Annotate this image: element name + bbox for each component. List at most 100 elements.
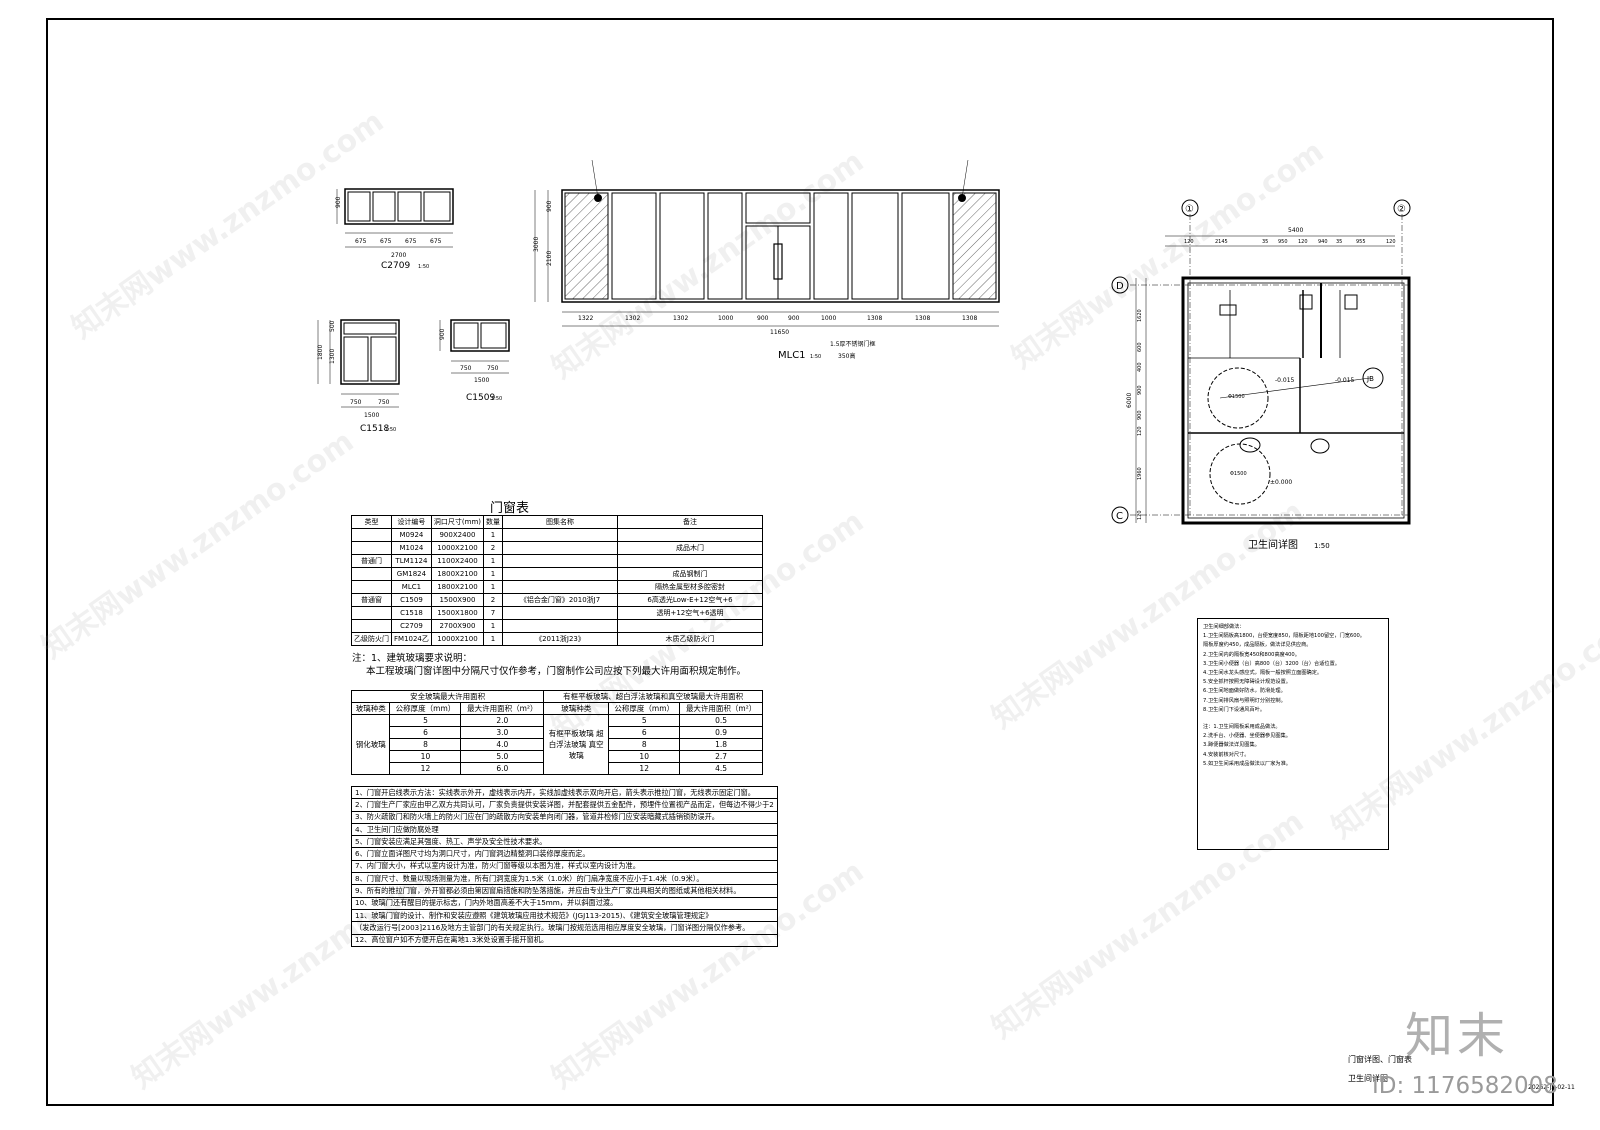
dim-text: 11650 [770, 329, 789, 336]
glass-type: 有框平板玻璃 超白浮法玻璃 真空玻璃 [543, 714, 610, 775]
dim-text: 600 [1137, 342, 1143, 352]
cell: 乙级防火门 [351, 632, 392, 646]
note-item: 11、玻璃门窗的设计、制作和安装应遵照《建筑玻璃应用技术规范》(JGJ113-2… [351, 908, 778, 923]
dim-text: 500 [329, 320, 336, 332]
axis-label: ② [1397, 204, 1406, 215]
cell: 1000X2100 [430, 541, 485, 555]
cell: GM1824 [391, 567, 432, 581]
dim-text: 675 [430, 238, 442, 245]
cell: 5 [608, 714, 681, 727]
level-mark: ±0.000 [1270, 479, 1292, 486]
door-window-mlc1 [534, 159, 1000, 327]
cell: 成品木门 [617, 541, 763, 555]
cell: 1800X2100 [430, 567, 485, 581]
note-line: 4.卫生间水龙头感应式，隔板一般按照立面图确定。 [1203, 670, 1323, 677]
dim-text: 2700 [391, 252, 406, 259]
glass-table: 安全玻璃最大许用面积 有框平板玻璃、超白浮法玻璃和真空玻璃最大许用面积 玻璃种类… [350, 690, 763, 775]
note-line: 2.卫生间内的隔板宽450和800高度400。 [1203, 651, 1300, 658]
cell [351, 580, 392, 594]
cell [617, 619, 763, 633]
cell: 4.5 [679, 762, 763, 775]
dim-text: 120 [1137, 510, 1143, 520]
glass-sub: 最大许用面积（m²） [460, 702, 545, 715]
cell: 8 [389, 738, 462, 751]
table-header-cell: 数量 [483, 515, 503, 529]
dim-text: 1000 [821, 315, 836, 322]
dim-text: 1308 [915, 315, 930, 322]
cell: 7 [483, 606, 503, 620]
level-mark: -0.015 [1335, 377, 1355, 384]
note-line: 7.卫生间排风扇与照明灯分别控制。 [1203, 697, 1286, 704]
drawing-scale: 1:50 [810, 354, 821, 360]
cell: 透明+12空气+6透明 [617, 606, 763, 620]
cell: 10 [389, 750, 462, 763]
drawing-scale: 1:50 [385, 427, 396, 433]
cell: 1 [483, 619, 503, 633]
dim-text: 35 [1336, 239, 1342, 245]
cell [502, 567, 618, 581]
window-c1518 [317, 319, 400, 408]
cell: M0924 [391, 528, 432, 542]
image-id: ID: 1176582008 [1372, 1073, 1558, 1099]
cell [617, 528, 763, 542]
cell: M1024 [391, 541, 432, 555]
dim-text: 120 [1137, 426, 1143, 436]
glass-sub: 最大许用面积（m²） [679, 702, 763, 715]
dim-text: 950 [1278, 239, 1288, 245]
cell [617, 554, 763, 568]
drawing-label: MLC1 [778, 350, 806, 361]
cell: 1100X2400 [430, 554, 485, 568]
turning-circle-label: Φ1500 [1228, 394, 1245, 400]
cell: 普通门 [351, 554, 392, 568]
cell: 《2011浙J23》 [502, 632, 618, 646]
cell: 900X2400 [430, 528, 485, 542]
glass-note-prefix: 注： [352, 653, 372, 664]
note-line: 3.卫生间小便器（台）高800（台）3200（台）合适位置。 [1203, 660, 1340, 667]
glass-head: 有框平板玻璃、超白浮法玻璃和真空玻璃最大许用面积 [543, 690, 763, 703]
dim-text: 35 [1262, 239, 1268, 245]
table-header: 类型 设计编号 洞口尺寸(mm) 数量 图集名称 备注 [351, 515, 763, 529]
annotation-text: 350高 [838, 352, 855, 360]
dim-text: 1500 [364, 412, 379, 419]
title-block-title: 门窗详图、门窗表 [1348, 1055, 1412, 1064]
dim-text: 750 [460, 365, 472, 372]
cell: C2709 [391, 619, 432, 633]
cell: 5.0 [460, 750, 545, 763]
dim-text: 1800 [317, 345, 324, 360]
dim-text: 5400 [1288, 227, 1303, 234]
dim-text: 900 [788, 315, 800, 322]
drawing-label: C1509 [466, 393, 495, 403]
dim-text: 2100 [546, 251, 553, 266]
cell: 4.0 [460, 738, 545, 751]
brand-logo: 知末 [1405, 1008, 1510, 1064]
note-line: 3.蹲便器做法详见图集。 [1203, 742, 1260, 749]
glass-type: 钢化玻璃 [350, 714, 391, 775]
dim-text: 675 [405, 238, 417, 245]
cell: 2.7 [679, 750, 763, 763]
cell: 2.0 [460, 714, 545, 727]
axis-label: ① [1185, 204, 1194, 215]
glass-head: 安全玻璃最大许用面积 [350, 690, 545, 703]
note-item: 1、门窗开启线表示方法：实线表示外开，虚线表示内开，实线加虚线表示双向开启，箭头… [351, 785, 778, 800]
note-line: 2.洗手台、小便器、坐便器参见图集。 [1203, 733, 1291, 740]
cell: 成品钢制门 [617, 567, 763, 581]
note-item: 10、玻璃门还有醒目的提示标志，门内外地面高差不大于15mm，并以斜面过渡。 [351, 896, 778, 910]
table-header-cell: 洞口尺寸(mm) [430, 515, 485, 529]
glass-sub: 玻璃种类 [543, 702, 610, 715]
dim-text: 1300 [329, 349, 336, 364]
dim-text: 6000 [1126, 393, 1133, 408]
cell: 6.0 [460, 762, 545, 775]
cell: C1509 [391, 593, 432, 607]
note-item: 2、门窗生产厂家应由甲乙双方共同认可，厂家负责提供安装详图，并配套提供五金配件，… [351, 798, 778, 812]
glass-sub: 公称厚度（mm） [389, 702, 462, 715]
